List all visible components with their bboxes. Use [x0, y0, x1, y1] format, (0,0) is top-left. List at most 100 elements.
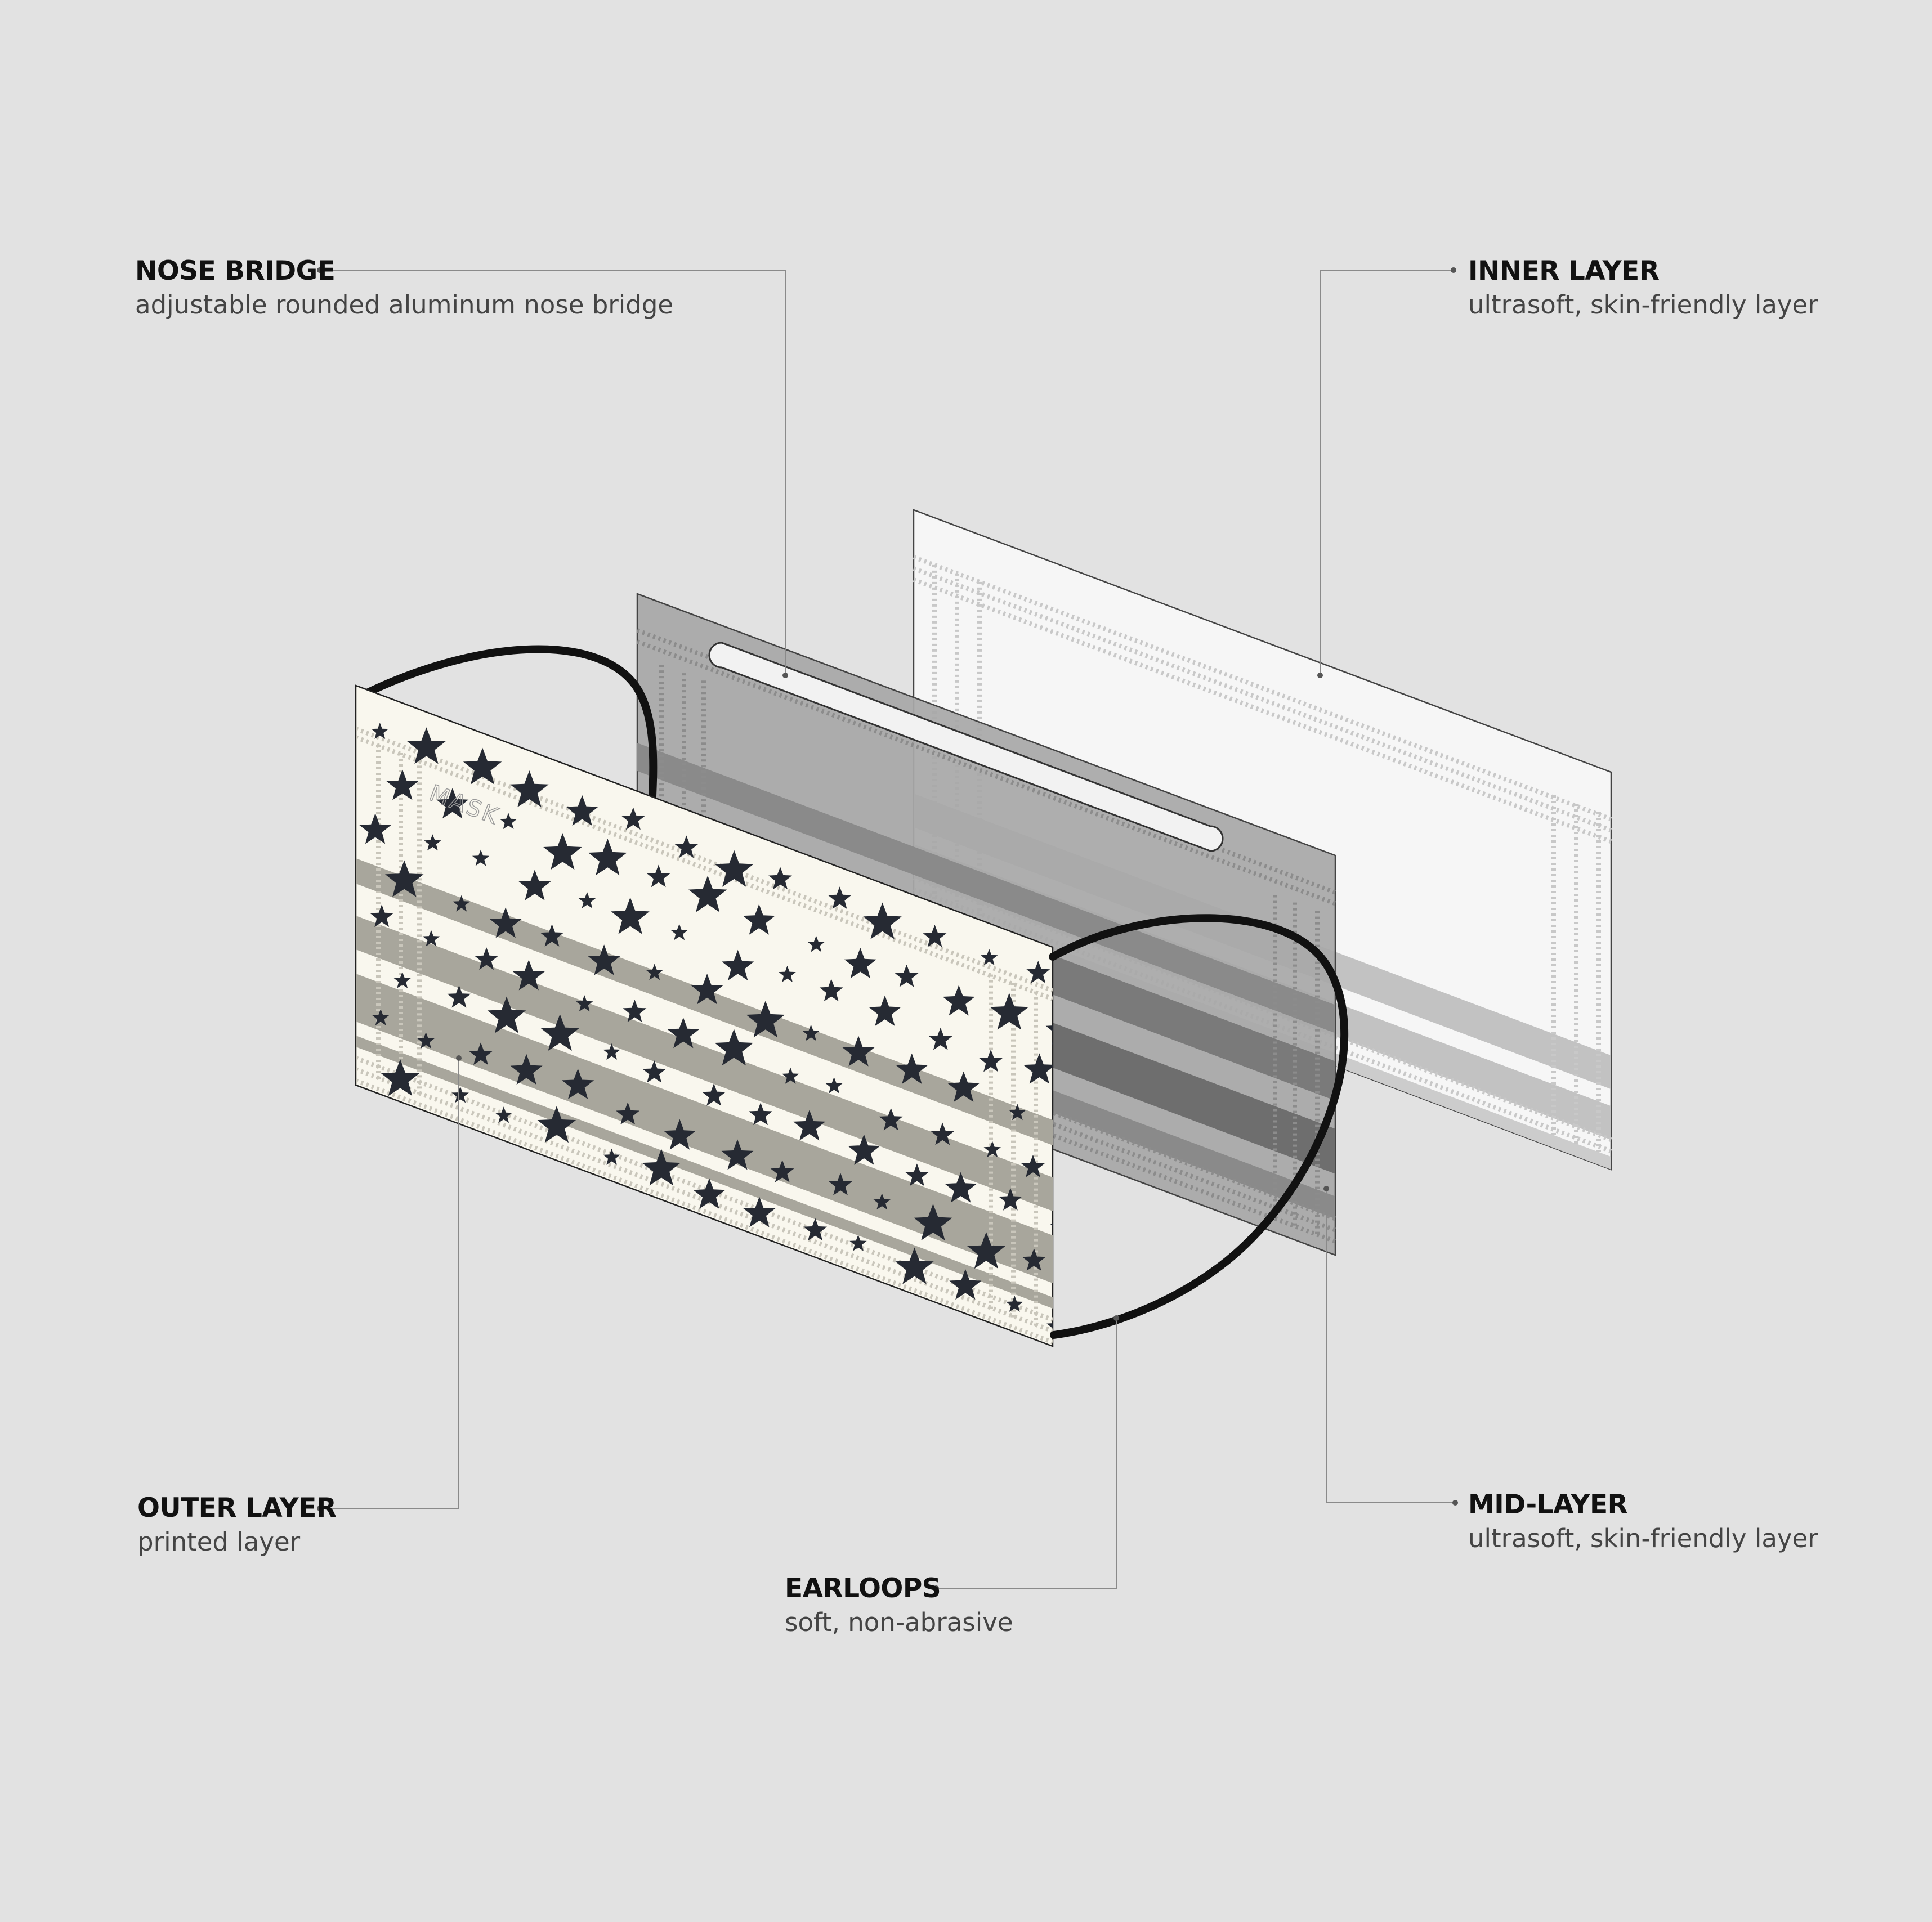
- star: [469, 1042, 493, 1065]
- callout-earloops: EARLOOPS soft, non-abrasive: [785, 1572, 1013, 1639]
- star: [475, 947, 498, 970]
- star: [825, 1077, 843, 1094]
- earloops-desc: soft, non-abrasive: [785, 1607, 1013, 1637]
- star: [895, 1247, 934, 1284]
- star: [576, 995, 593, 1012]
- outer-stitch-line: [356, 1056, 1053, 1322]
- earloops-title: EARLOOPS: [785, 1573, 941, 1604]
- star: [381, 1059, 420, 1096]
- star: [782, 1067, 799, 1084]
- star: [540, 1014, 579, 1051]
- star: [603, 1043, 620, 1060]
- star: [578, 891, 596, 908]
- star: [588, 839, 627, 876]
- star: [923, 925, 947, 947]
- star: [667, 1017, 700, 1049]
- star: [768, 867, 792, 890]
- star: [844, 947, 876, 979]
- star: [693, 1178, 726, 1209]
- star: [779, 966, 796, 982]
- star: [472, 849, 490, 866]
- star: [518, 870, 551, 900]
- star: [1026, 961, 1050, 983]
- star: [807, 935, 825, 952]
- inner-layer-title: INNER LAYER: [1468, 256, 1660, 286]
- star: [928, 1027, 952, 1050]
- star: [447, 985, 471, 1008]
- star: [990, 993, 1029, 1030]
- star: [770, 1160, 794, 1182]
- nose-bridge-title: NOSE BRIDGE: [135, 256, 336, 286]
- star: [949, 1269, 982, 1300]
- star: [967, 1232, 1006, 1269]
- star: [743, 1197, 776, 1227]
- outer-pleat-band: [356, 858, 1053, 1145]
- star: [873, 1193, 891, 1210]
- star: [386, 769, 419, 800]
- outer-stitch-line: [356, 1078, 1053, 1345]
- star: [424, 834, 441, 851]
- star: [714, 850, 754, 887]
- star: [879, 1108, 903, 1131]
- star: [670, 924, 688, 940]
- star: [642, 1149, 681, 1186]
- outer-layer-panel: MASK: [355, 684, 1054, 1347]
- star: [495, 1106, 512, 1123]
- star: [983, 1141, 1001, 1158]
- star: [803, 1218, 828, 1241]
- nose-bridge-wire: [708, 642, 1224, 852]
- star: [646, 864, 670, 888]
- star: [819, 979, 843, 1002]
- star: [543, 833, 582, 870]
- star: [385, 860, 424, 897]
- star: [828, 886, 852, 909]
- star: [453, 895, 470, 912]
- star: [663, 1119, 696, 1150]
- star: [463, 747, 502, 785]
- star: [436, 788, 469, 819]
- star: [562, 1068, 594, 1099]
- outer-stitch-line: [356, 727, 1053, 993]
- star: [979, 1049, 1003, 1072]
- outer-pleat-band: [356, 1036, 1053, 1309]
- star: [621, 807, 645, 830]
- star: [422, 930, 440, 947]
- star: [749, 1103, 772, 1126]
- star: [691, 974, 723, 1005]
- star: [512, 960, 545, 991]
- star: [417, 1032, 435, 1049]
- star: [942, 985, 975, 1016]
- star: [646, 964, 663, 980]
- star: [863, 902, 902, 939]
- inner-layer-desc: ultrasoft, skin-friendly layer: [1468, 290, 1818, 320]
- star: [372, 1009, 390, 1025]
- callout-mid-layer: MID-LAYER ultrasoft, skin-friendly layer: [1468, 1488, 1818, 1556]
- inner-stitch-line: [913, 577, 1612, 844]
- leader-lines: [320, 270, 1455, 1589]
- star: [510, 1054, 543, 1085]
- star: [842, 1036, 875, 1067]
- star: [688, 875, 727, 912]
- star: [451, 1086, 469, 1103]
- star: [1022, 1248, 1046, 1271]
- star: [674, 835, 699, 858]
- star: [537, 1106, 576, 1143]
- star: [489, 907, 522, 938]
- outer-layer-title: OUTER LAYER: [137, 1493, 337, 1524]
- outer-pleat-band: [356, 916, 1053, 1211]
- star: [1021, 1154, 1045, 1177]
- mid-stitch-line: [636, 639, 1336, 906]
- star-pattern: [359, 723, 1053, 1346]
- star: [616, 1102, 640, 1125]
- mid-pleat-band: [637, 743, 1335, 1033]
- mid-layer-title: MID-LAYER: [1468, 1489, 1628, 1520]
- star: [1023, 1053, 1053, 1084]
- star: [905, 1163, 929, 1186]
- star: [510, 770, 549, 808]
- earloop-right: [1049, 914, 1349, 1339]
- star: [746, 1001, 785, 1038]
- callout-outer-layer: OUTER LAYER printed layer: [137, 1491, 337, 1559]
- earloop-left: [362, 645, 658, 826]
- star: [588, 944, 620, 975]
